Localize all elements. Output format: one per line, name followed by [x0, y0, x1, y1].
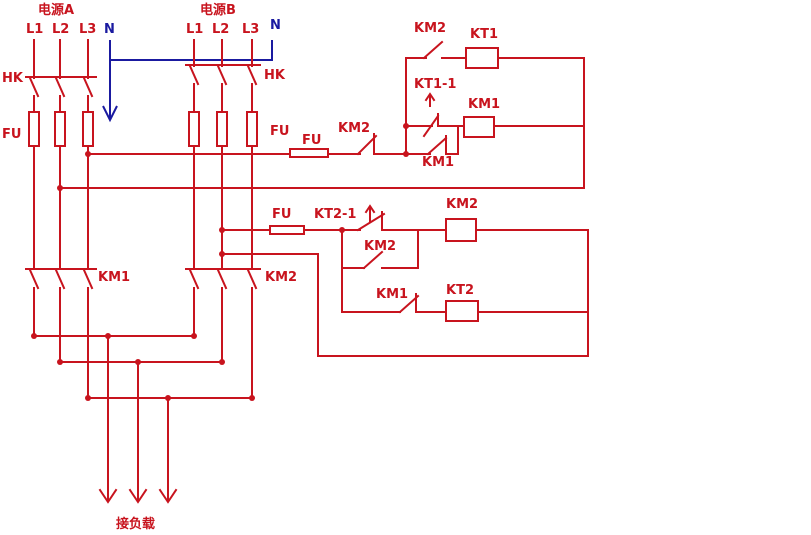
km1-nc-ctrl2-label: KM1	[376, 287, 408, 302]
km2-aux-label: KM2	[364, 239, 396, 254]
coil-kt1	[465, 47, 499, 69]
fu-a-label: FU	[2, 127, 21, 142]
junction-l1-b	[191, 333, 197, 339]
hk-b-label: HK	[264, 68, 286, 83]
junction-l3-a	[85, 395, 91, 401]
fu-ctrl1-label: FU	[302, 133, 321, 148]
source-a-neutral: N	[104, 22, 115, 37]
kt1-1-label: KT1-1	[414, 77, 456, 92]
source-a-phase-lines	[25, 39, 97, 399]
fuse-a-l2	[54, 111, 66, 147]
kt2-label: KT2	[446, 283, 474, 298]
fuse-ctrl1	[289, 148, 329, 158]
km2-no-top-label: KM2	[414, 21, 446, 36]
source-b-l1: L1	[186, 22, 203, 37]
source-b-phase-lines	[185, 39, 261, 399]
fuse-b-l2	[216, 111, 228, 147]
junction-ctrl1-l3	[85, 151, 91, 157]
junction-l2-b	[219, 359, 225, 365]
junction-ctrl2-l1	[219, 251, 225, 257]
load-label: 接负载	[116, 516, 155, 532]
control-circuit-b	[221, 204, 589, 357]
junction-ctrl2-top	[339, 227, 345, 233]
fuse-b-l1	[188, 111, 200, 147]
kt2-1-label: KT2-1	[314, 207, 356, 222]
junction-l2-load	[135, 359, 141, 365]
source-b-title: 电源B	[200, 2, 236, 18]
kt1-label: KT1	[470, 27, 498, 42]
junction-l2-a	[57, 359, 63, 365]
fuse-a-l1	[28, 111, 40, 147]
source-a-l2: L2	[52, 22, 69, 37]
km1-main-label: KM1	[98, 270, 130, 285]
coil-km2	[445, 218, 477, 242]
fu-b-label: FU	[270, 124, 289, 139]
fuse-b-l3	[246, 111, 258, 147]
junction-ctrl1-l2	[57, 185, 63, 191]
km2-main-label: KM2	[265, 270, 297, 285]
km1-aux1-label: KM1	[422, 155, 454, 170]
junction-ctrl2-l2	[219, 227, 225, 233]
junction-ctrl1-bottom	[403, 151, 409, 157]
junction-l3-load	[165, 395, 171, 401]
source-b-l2: L2	[212, 22, 229, 37]
source-b-neutral: N	[270, 18, 281, 33]
source-b-l3: L3	[242, 22, 259, 37]
fuse-a-l3	[82, 111, 94, 147]
fuse-ctrl2	[269, 225, 305, 235]
source-a-title: 电源A	[38, 2, 74, 18]
km1-coil-label: KM1	[468, 97, 500, 112]
junction-l1-load	[105, 333, 111, 339]
source-a-l3: L3	[79, 22, 96, 37]
hk-a-label: HK	[2, 71, 24, 86]
neutral-line	[102, 40, 273, 123]
junction-l1-a	[31, 333, 37, 339]
fu-ctrl2-label: FU	[272, 207, 291, 222]
km2-nc-ctrl1-label: KM2	[338, 121, 370, 136]
junction-l3-b	[249, 395, 255, 401]
km2-coil-label: KM2	[446, 197, 478, 212]
source-a-l1: L1	[26, 22, 43, 37]
control-circuit-a	[59, 40, 585, 189]
coil-km1	[463, 116, 495, 138]
junction-ctrl1-top	[403, 123, 409, 129]
coil-kt2	[445, 300, 479, 322]
